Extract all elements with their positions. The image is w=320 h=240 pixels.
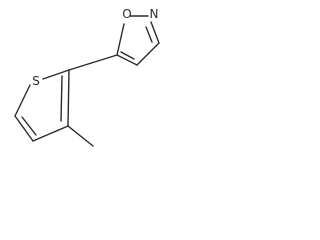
bond-c5-o [116, 23, 125, 56]
chemical-structure: O N S [14, 7, 160, 147]
bond-methyl [67, 125, 94, 147]
atom-label-nitrogen: N [150, 7, 159, 21]
bond-c3-c2 [67, 69, 70, 127]
atom-label-sulfur: S [32, 74, 40, 88]
bond-c4-c5 [116, 54, 138, 66]
bond-c2-s [42, 69, 70, 80]
bond-ring-link [68, 54, 118, 71]
bond-c5-c4 [14, 115, 34, 142]
isoxazole-ring [116, 15, 160, 66]
atom-label-oxygen: O [122, 7, 131, 21]
bond-c4-c5-inner [120, 51, 135, 60]
bond-s-c5 [14, 84, 31, 117]
bond-c5-c4-inner [21, 116, 37, 136]
bond-c4-c3 [32, 125, 69, 142]
thiophene-ring [14, 69, 70, 142]
bond-c3-c2-inner [60, 75, 63, 122]
bond-n-c3 [150, 21, 160, 44]
bond-c3-c4 [136, 42, 160, 66]
bond-n-c3-inner [145, 26, 153, 43]
